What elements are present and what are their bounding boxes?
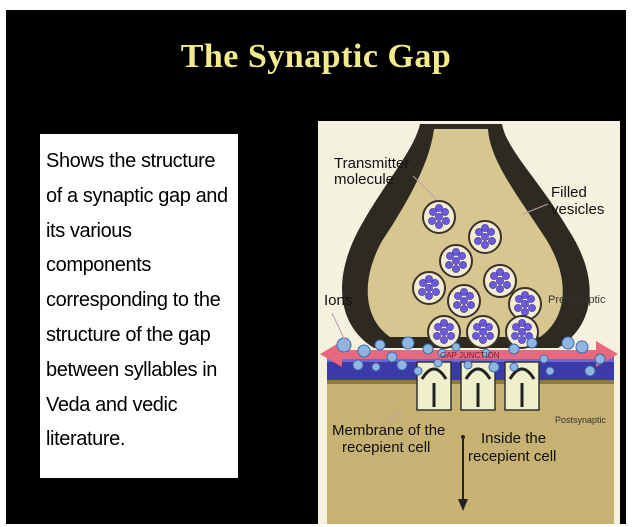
ion bbox=[375, 340, 385, 350]
ion bbox=[595, 354, 605, 364]
vesicle bbox=[467, 316, 499, 348]
vesicle bbox=[448, 285, 480, 317]
ion bbox=[397, 360, 407, 370]
vesicle bbox=[423, 201, 455, 233]
label-postsynaptic: Postsynaptic bbox=[555, 415, 607, 425]
label-inside-2: recepient cell bbox=[468, 448, 556, 465]
ion bbox=[387, 352, 397, 362]
synapse-diagram: Transmitter molecule Filled vesicles Pre… bbox=[318, 121, 620, 524]
label-membrane-1: Membrane of the bbox=[332, 422, 445, 439]
ion bbox=[464, 361, 472, 369]
label-membrane-2: recepient cell bbox=[342, 439, 430, 456]
ion bbox=[585, 366, 595, 376]
label-transmitter-2: molecule bbox=[334, 171, 394, 188]
ion bbox=[510, 363, 518, 371]
ion bbox=[509, 344, 519, 354]
label-ions: Ions bbox=[324, 292, 352, 309]
label-gap-junction: GAP JUNCTION bbox=[440, 351, 500, 360]
vesicle bbox=[413, 272, 445, 304]
vesicle bbox=[440, 245, 472, 277]
ion bbox=[527, 338, 537, 348]
label-inside-1: Inside the bbox=[481, 430, 546, 447]
ion bbox=[372, 363, 380, 371]
ion bbox=[546, 367, 554, 375]
ion bbox=[353, 360, 363, 370]
caption-box: Shows the structure of a synaptic gap an… bbox=[40, 134, 238, 478]
ion bbox=[423, 344, 433, 354]
ion bbox=[576, 341, 588, 353]
vesicle bbox=[469, 221, 501, 253]
synapse-diagram-svg: Transmitter molecule Filled vesicles Pre… bbox=[318, 121, 620, 524]
ion bbox=[414, 367, 422, 375]
ion bbox=[489, 362, 499, 372]
ion bbox=[452, 343, 460, 351]
label-presynaptic: Presynaptic bbox=[548, 294, 606, 306]
label-filled-1: Filled bbox=[551, 184, 587, 201]
vesicle bbox=[509, 288, 541, 320]
slide-title: The Synaptic Gap bbox=[0, 38, 632, 76]
ion bbox=[358, 345, 370, 357]
label-filled-2: vesicles bbox=[551, 201, 604, 218]
ion bbox=[402, 337, 414, 349]
vesicle bbox=[484, 265, 516, 297]
ion bbox=[337, 338, 351, 352]
label-transmitter-1: Transmitter bbox=[334, 155, 409, 172]
receptors bbox=[417, 362, 539, 410]
ion bbox=[562, 337, 574, 349]
ion bbox=[540, 355, 548, 363]
caption-text: Shows the structure of a synaptic gap an… bbox=[46, 144, 236, 457]
ion bbox=[434, 359, 442, 367]
